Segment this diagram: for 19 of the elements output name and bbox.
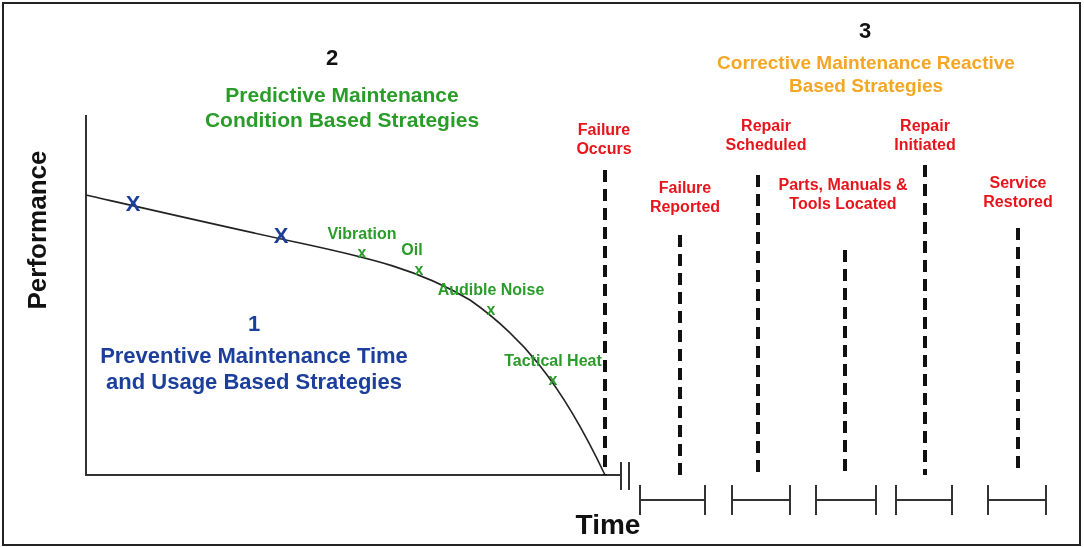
condition-label: Vibration [327, 224, 397, 244]
event-label: Repair Scheduled [724, 116, 808, 155]
group-number: 3 [858, 18, 872, 45]
group-number: 2 [325, 45, 339, 72]
data-marker: x [357, 245, 367, 261]
event-label: Service Restored [982, 173, 1054, 212]
data-marker: x [414, 262, 424, 278]
strategy-heading: Corrective Maintenance Reactive Based Strategies [716, 52, 1016, 98]
axis-label: Performance [22, 150, 54, 310]
strategy-heading: Preventive Maintenance Time and Usage Based Strategies [99, 343, 409, 396]
event-label: Failure Occurs [575, 120, 633, 159]
strategy-heading: Predictive Maintenance Condition Based Strategies [203, 82, 481, 133]
event-label: Repair Initiated [893, 116, 957, 155]
group-number: 1 [247, 311, 261, 338]
axis-label: Time [575, 508, 641, 542]
condition-label: Oil [401, 240, 423, 260]
event-label: Failure Reported [648, 178, 722, 217]
event-label: Parts, Manuals & Tools Located [777, 175, 909, 214]
data-marker: x [486, 302, 496, 318]
